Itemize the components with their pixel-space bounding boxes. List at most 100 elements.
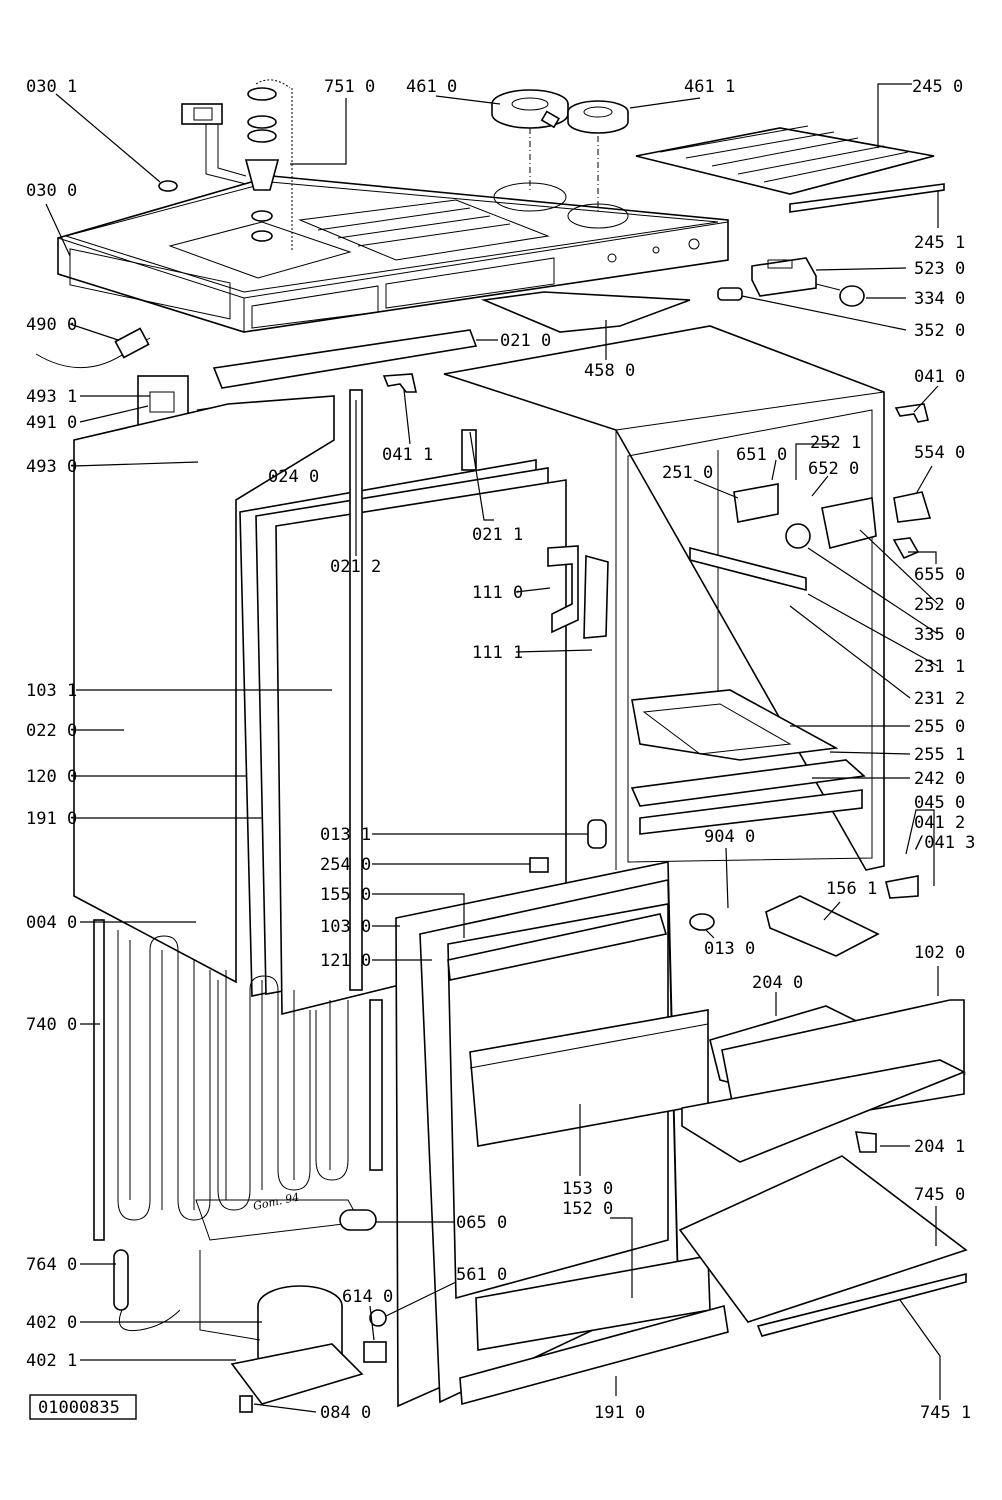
label-231-1: 231 1 xyxy=(914,657,965,677)
label-111-0: 111 0 xyxy=(472,583,523,603)
label-491-0: 491 0 xyxy=(26,413,77,433)
label-030-0: 030 0 xyxy=(26,181,77,201)
thermostat-group xyxy=(717,257,865,307)
burners xyxy=(491,89,629,212)
label-554-0: 554 0 xyxy=(914,443,965,463)
label-655-0: 655 0 xyxy=(914,565,965,585)
label-764-0: 764 0 xyxy=(26,1255,77,1275)
freezer xyxy=(681,999,967,1163)
capacitor xyxy=(339,1209,377,1231)
lower-door xyxy=(395,861,729,1408)
label-334-0: 334 0 xyxy=(914,289,965,309)
label-111-1: 111 1 xyxy=(472,643,523,663)
label-458-0: 458 0 xyxy=(584,361,635,381)
label-904-0: 904 0 xyxy=(704,827,755,847)
label-245-0: 245 0 xyxy=(912,77,963,97)
label-065-0: 065 0 xyxy=(456,1213,507,1233)
post-021-1 xyxy=(461,429,477,471)
ice-tray xyxy=(765,895,880,957)
compressor xyxy=(199,1250,364,1413)
drawing xyxy=(35,79,968,1413)
label-152-0: 152 0 xyxy=(562,1199,613,1219)
label-041-1: 041 1 xyxy=(382,445,433,465)
label-156-1: 156 1 xyxy=(826,879,877,899)
label-490-0: 490 0 xyxy=(26,315,77,335)
label-191-0-lower: 191 0 xyxy=(594,1403,645,1423)
bracket-655-0 xyxy=(892,537,920,560)
tap-assembly xyxy=(181,79,293,250)
label-041-3: /041 3 xyxy=(914,833,975,853)
label-120-0: 120 0 xyxy=(26,767,77,787)
label-021-1: 021 1 xyxy=(472,525,523,545)
label-614-0: 614 0 xyxy=(342,1287,393,1307)
label-255-1: 255 1 xyxy=(914,745,965,765)
overload-561 xyxy=(369,1309,387,1327)
label-561-0: 561 0 xyxy=(456,1265,507,1285)
label-255-0: 255 0 xyxy=(914,717,965,737)
capillary xyxy=(118,1309,181,1332)
starter-relay xyxy=(363,1341,387,1363)
label-231-2: 231 2 xyxy=(914,689,965,709)
label-252-0: 252 0 xyxy=(914,595,965,615)
label-402-0: 402 0 xyxy=(26,1313,77,1333)
label-493-0: 493 0 xyxy=(26,457,77,477)
label-745-0: 745 0 xyxy=(914,1185,965,1205)
handle-111-0 xyxy=(547,545,579,634)
label-121-0: 121 0 xyxy=(320,951,371,971)
label-103-0: 103 0 xyxy=(320,917,371,937)
label-461-0: 461 0 xyxy=(406,77,457,97)
label-155-0: 155 0 xyxy=(320,885,371,905)
label-740-0: 740 0 xyxy=(26,1015,77,1035)
dryer-filter xyxy=(113,1249,129,1311)
bracket-041-1 xyxy=(382,373,417,393)
label-251-0: 251 0 xyxy=(662,463,713,483)
bracket-041-2 xyxy=(885,875,919,899)
label-084-0: 084 0 xyxy=(320,1403,371,1423)
label-191-0-upper: 191 0 xyxy=(26,809,77,829)
post-021-2 xyxy=(349,389,363,991)
label-745-1: 745 1 xyxy=(920,1403,971,1423)
label-041-0: 041 0 xyxy=(914,367,965,387)
label-254-0: 254 0 xyxy=(320,855,371,875)
document-number: 01000835 xyxy=(38,1398,120,1418)
label-652-0: 652 0 xyxy=(808,459,859,479)
bumper-013-1 xyxy=(587,819,607,849)
label-252-1: 252 1 xyxy=(810,433,861,453)
label-651-0: 651 0 xyxy=(736,445,787,465)
label-352-0: 352 0 xyxy=(914,321,965,341)
label-030-1: 030 1 xyxy=(26,77,77,97)
document-number-box: 01000835 xyxy=(29,1394,137,1420)
label-021-2: 021 2 xyxy=(330,557,381,577)
label-102-0: 102 0 xyxy=(914,943,965,963)
label-751-0: 751 0 xyxy=(324,77,375,97)
strip-745-1 xyxy=(756,1272,967,1337)
part-labels: 030 1 030 0 751 0 461 0 461 1 245 0 245 … xyxy=(26,77,975,1423)
label-024-0: 024 0 xyxy=(268,467,319,487)
handle-111-1 xyxy=(583,554,609,639)
bracket-041-0 xyxy=(894,403,929,423)
label-004-0: 004 0 xyxy=(26,913,77,933)
label-013-1: 013 1 xyxy=(320,825,371,845)
rear-strip xyxy=(212,329,478,389)
label-245-1: 245 1 xyxy=(914,233,965,253)
label-153-0: 153 0 xyxy=(562,1179,613,1199)
label-402-1: 402 1 xyxy=(26,1351,77,1371)
cabinet-body xyxy=(443,325,885,871)
label-022-0: 022 0 xyxy=(26,721,77,741)
label-103-1: 103 1 xyxy=(26,681,77,701)
leader-lines xyxy=(45,83,941,1413)
label-204-1: 204 1 xyxy=(914,1137,965,1157)
signature: Gom. 94 xyxy=(252,1190,301,1212)
label-041-2: 041 2 xyxy=(914,813,965,833)
plug xyxy=(158,180,178,192)
label-493-1: 493 1 xyxy=(26,387,77,407)
grid-shelf xyxy=(635,125,945,213)
label-335-0: 335 0 xyxy=(914,625,965,645)
label-523-0: 523 0 xyxy=(914,259,965,279)
bumper-013-0 xyxy=(689,913,715,931)
label-242-0: 242 0 xyxy=(914,769,965,789)
label-021-0: 021 0 xyxy=(500,331,551,351)
bracket-554-0 xyxy=(893,491,932,523)
worktop xyxy=(57,175,729,333)
label-204-0: 204 0 xyxy=(752,973,803,993)
